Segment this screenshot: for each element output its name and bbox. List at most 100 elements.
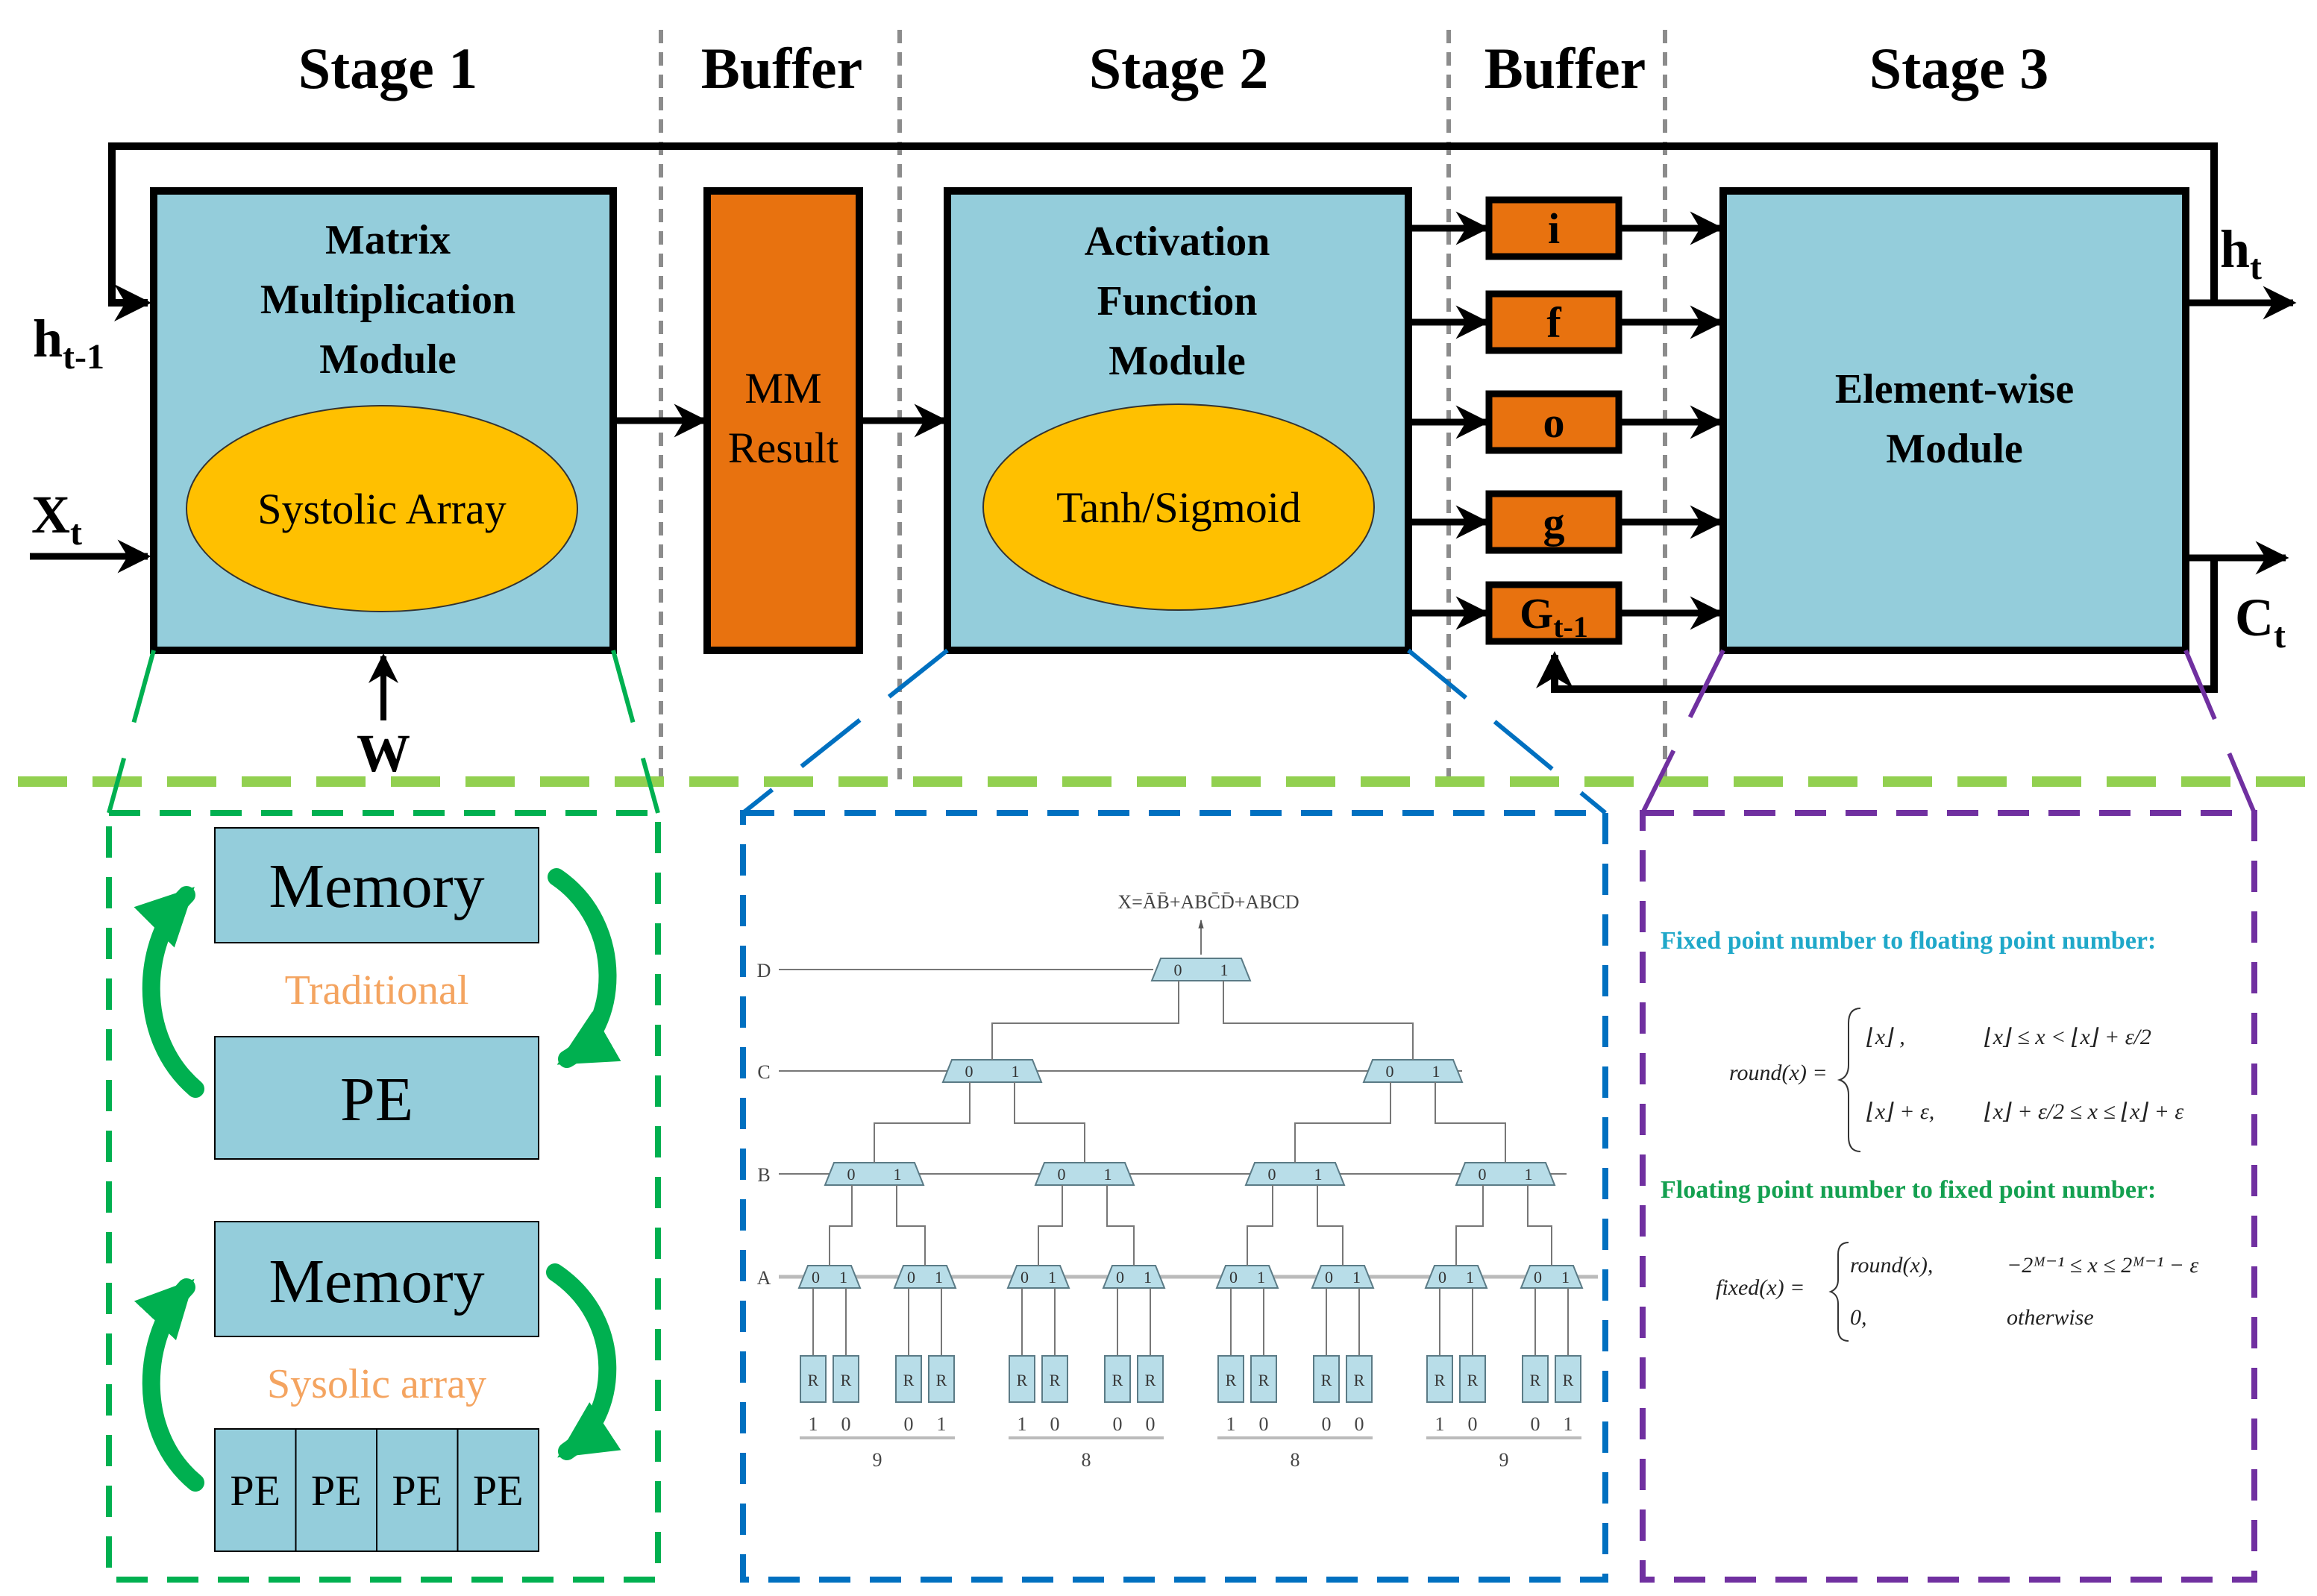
- group-value: 9: [1499, 1449, 1509, 1471]
- register: [833, 1355, 859, 1403]
- svg-text:1: 1: [1144, 1268, 1152, 1286]
- svg-text:0: 0: [965, 1062, 973, 1081]
- register: [1137, 1355, 1164, 1403]
- select-line-label: D: [757, 960, 771, 981]
- stage-3-title: Stage 3: [1869, 36, 2048, 101]
- buffer-1-title: Buffer: [701, 36, 863, 101]
- fixed-case2-value: 0,: [1850, 1305, 1867, 1330]
- register: [1346, 1355, 1373, 1403]
- svg-text:1: 1: [1257, 1268, 1265, 1286]
- svg-text:R: R: [1321, 1371, 1332, 1389]
- gate-box: [1485, 581, 1622, 645]
- gate-label: i: [1548, 204, 1560, 253]
- register-bit: 0: [1050, 1413, 1060, 1435]
- c-t-label: C: [2235, 588, 2274, 647]
- mux-expression: X=ĀB̄+ABC̄D̄+ABCD: [1117, 891, 1299, 913]
- mm-title-2: Multiplication: [260, 277, 515, 323]
- svg-text:1: 1: [894, 1165, 902, 1184]
- group-value: 8: [1082, 1449, 1091, 1471]
- register-bit: 1: [937, 1413, 947, 1435]
- gate-box: [1485, 390, 1622, 454]
- register: [1313, 1355, 1340, 1403]
- stage-1-title: Stage 1: [298, 36, 477, 101]
- input-x-t: Xt: [30, 485, 151, 574]
- gate-label: Gt-1: [1520, 589, 1588, 644]
- mm-result-buffer: MM Result: [703, 187, 863, 654]
- svg-text:1: 1: [839, 1268, 847, 1286]
- svg-text:0: 0: [1438, 1268, 1446, 1286]
- w-label: W: [357, 723, 410, 783]
- buffer-2-title: Buffer: [1484, 36, 1646, 101]
- register: [1555, 1355, 1581, 1403]
- svg-text:1: 1: [1104, 1165, 1112, 1184]
- svg-text:R: R: [1258, 1371, 1270, 1389]
- traditional-arrow-down-icon: [548, 868, 621, 1068]
- gate-i: i: [1408, 196, 1724, 260]
- round-case1-cond: ⌊x⌋ ≤ x < ⌊x⌋ + ε/2: [1984, 1025, 2151, 1049]
- group-value: 8: [1291, 1449, 1300, 1471]
- blue-connector-left: [741, 648, 949, 815]
- svg-text:ht-1: ht-1: [33, 309, 104, 377]
- pe-cell: [376, 1428, 459, 1552]
- h-prev-sub: t-1: [63, 337, 104, 377]
- register-bit: 0: [1113, 1413, 1123, 1435]
- x-t-label: X: [31, 485, 70, 544]
- gate-f: f: [1408, 290, 1724, 354]
- round-case2-value: ⌊x⌋ + ε,: [1866, 1099, 1934, 1124]
- gate-o: o: [1408, 390, 1724, 454]
- svg-text:ht: ht: [2220, 219, 2262, 287]
- register-bit: 0: [841, 1413, 851, 1435]
- systolic-arrow-down-icon: [546, 1263, 621, 1460]
- svg-text:R: R: [1467, 1371, 1479, 1389]
- fixed-brace: [1828, 1242, 1849, 1342]
- svg-text:1: 1: [1561, 1268, 1570, 1286]
- register: [1426, 1355, 1453, 1403]
- gate-label: g: [1543, 498, 1565, 547]
- pe-cell-label: PE: [473, 1466, 524, 1515]
- select-line-label: A: [757, 1267, 771, 1289]
- register: [1041, 1355, 1068, 1403]
- blue-connector-right: [1407, 648, 1607, 815]
- select-line-label: C: [757, 1061, 770, 1083]
- systolic-array-ellipse: [186, 405, 578, 612]
- h-t-sub: t: [2250, 248, 2262, 287]
- svg-text:R: R: [1112, 1371, 1123, 1389]
- svg-text:1: 1: [1012, 1062, 1020, 1081]
- register: [1217, 1355, 1244, 1403]
- systolic-caption: Sysolic array: [267, 1361, 486, 1407]
- purple-connector-right: [2183, 649, 2257, 814]
- pe-cell-label: PE: [311, 1466, 362, 1515]
- fixed-case2-cond: otherwise: [2007, 1305, 2094, 1330]
- svg-text:0: 0: [847, 1165, 856, 1184]
- fixed-case1-value: round(x),: [1850, 1253, 1933, 1278]
- svg-text:1: 1: [1048, 1268, 1056, 1286]
- h-prev-label: h: [33, 309, 63, 368]
- register-bit: 0: [1322, 1413, 1332, 1435]
- af-title-1: Activation: [1085, 219, 1270, 265]
- zoom-connectors: [107, 648, 2257, 815]
- round-brace: [1837, 1008, 1861, 1152]
- gate-label: o: [1543, 398, 1565, 447]
- svg-text:1: 1: [935, 1268, 943, 1286]
- svg-text:R: R: [1050, 1371, 1061, 1389]
- register-bit: 1: [1018, 1413, 1027, 1435]
- mm-result-title-1: MM: [744, 364, 821, 412]
- svg-text:R: R: [1226, 1371, 1237, 1389]
- h-t-label: h: [2220, 219, 2250, 279]
- svg-text:0: 0: [1229, 1268, 1238, 1286]
- register-bit: 0: [1355, 1413, 1364, 1435]
- svg-text:R: R: [841, 1371, 852, 1389]
- svg-text:0: 0: [812, 1268, 820, 1286]
- conversion-formulas: Fixed point number to floating point num…: [1661, 927, 2198, 1342]
- register: [1104, 1355, 1131, 1403]
- register-bit: 0: [1468, 1413, 1478, 1435]
- svg-text:0: 0: [1268, 1165, 1276, 1184]
